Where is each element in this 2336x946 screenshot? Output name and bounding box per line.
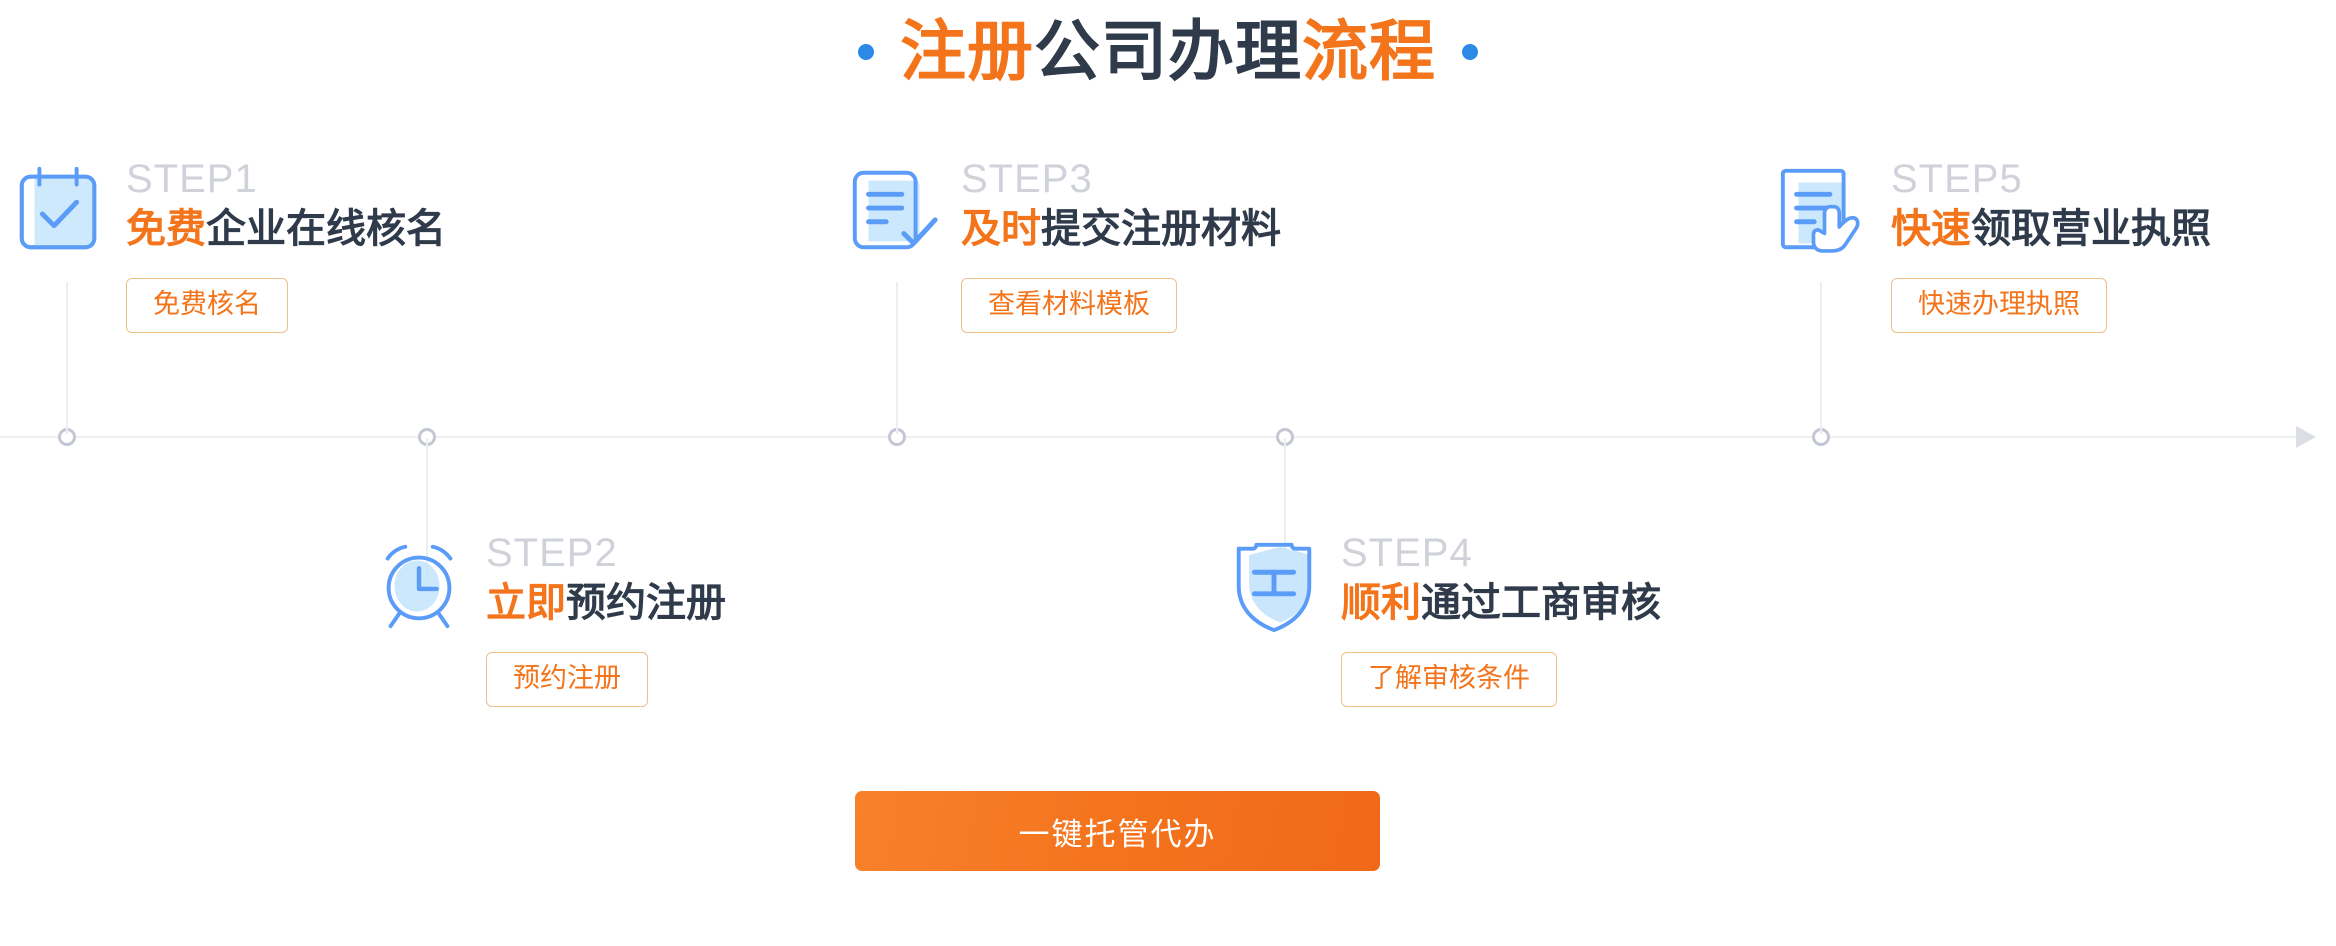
step-item-4: STEP4 顺利通过工商审核 了解审核条件 [1225, 532, 1661, 707]
step-label-2: STEP2 [486, 531, 618, 575]
calendar-check-icon [10, 160, 108, 260]
timeline-axis [0, 436, 2296, 438]
document-hand-icon [1775, 160, 1873, 260]
step-title-2: 立即预约注册 [486, 578, 726, 628]
step-label-3: STEP3 [961, 157, 1093, 201]
step-label-4: STEP4 [1341, 531, 1473, 575]
step-body-3: STEP3 及时提交注册材料 查看材料模板 [961, 158, 1281, 333]
page-title-text: 注册公司办理流程 [900, 14, 1436, 90]
step-title-rest-4: 通过工商审核 [1421, 581, 1661, 625]
step-label-5: STEP5 [1891, 157, 2023, 201]
timeline-connector-1 [66, 282, 68, 434]
document-check-icon [845, 160, 943, 260]
title-segment-2: 公司办理 [1034, 14, 1302, 88]
step-item-5: STEP5 快速领取营业执照 快速办理执照 [1775, 158, 2211, 333]
step-label-1: STEP1 [126, 157, 258, 201]
step-title-rest-1: 企业在线核名 [206, 207, 446, 251]
step-title-rest-5: 领取营业执照 [1971, 207, 2211, 251]
step-body-1: STEP1 免费企业在线核名 免费核名 [126, 158, 446, 333]
step-action-button-3[interactable]: 查看材料模板 [961, 278, 1177, 333]
step-item-1: STEP1 免费企业在线核名 免费核名 [10, 158, 446, 333]
step-body-5: STEP5 快速领取营业执照 快速办理执照 [1891, 158, 2211, 333]
step-title-highlight-4: 顺利 [1341, 581, 1421, 625]
page-title: 注册公司办理流程 [0, 14, 2336, 90]
timeline-connector-5 [1820, 282, 1822, 434]
step-title-highlight-1: 免费 [126, 207, 206, 251]
step-item-2: STEP2 立即预约注册 预约注册 [370, 532, 726, 707]
primary-cta-button[interactable]: 一键托管代办 [855, 791, 1380, 871]
step-action-button-1[interactable]: 免费核名 [126, 278, 288, 333]
title-segment-3: 流程 [1302, 14, 1436, 88]
alarm-clock-icon [370, 534, 468, 634]
step-title-3: 及时提交注册材料 [961, 204, 1281, 254]
timeline-connector-4 [1284, 438, 1286, 578]
title-right-dot-icon [1462, 43, 1478, 60]
title-segment-1: 注册 [900, 14, 1034, 88]
step-title-5: 快速领取营业执照 [1891, 204, 2211, 254]
step-title-1: 免费企业在线核名 [126, 204, 446, 254]
step-body-2: STEP2 立即预约注册 预约注册 [486, 532, 726, 707]
timeline-connector-2 [426, 438, 428, 578]
timeline-arrow-icon [2296, 426, 2316, 448]
step-title-highlight-5: 快速 [1891, 207, 1971, 251]
step-title-highlight-3: 及时 [961, 207, 1041, 251]
title-left-dot-icon [858, 43, 874, 60]
step-title-rest-2: 预约注册 [566, 581, 726, 625]
shield-gong-icon [1225, 534, 1323, 634]
step-item-3: STEP3 及时提交注册材料 查看材料模板 [845, 158, 1281, 333]
step-title-rest-3: 提交注册材料 [1041, 207, 1281, 251]
step-title-highlight-2: 立即 [486, 581, 566, 625]
timeline-connector-3 [896, 282, 898, 434]
step-action-button-4[interactable]: 了解审核条件 [1341, 652, 1557, 707]
step-body-4: STEP4 顺利通过工商审核 了解审核条件 [1341, 532, 1661, 707]
step-action-button-2[interactable]: 预约注册 [486, 652, 648, 707]
step-title-4: 顺利通过工商审核 [1341, 578, 1661, 628]
step-action-button-5[interactable]: 快速办理执照 [1891, 278, 2107, 333]
